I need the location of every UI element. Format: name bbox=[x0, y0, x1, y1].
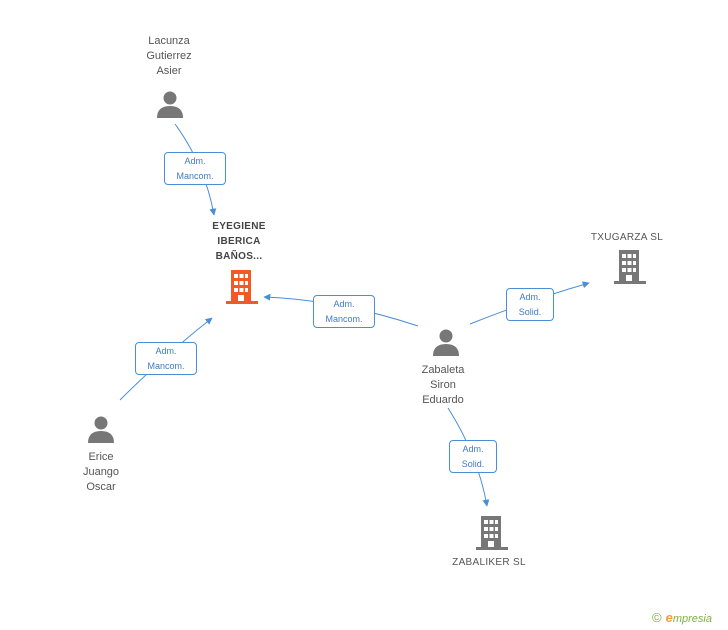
node-label-zabaliker[interactable]: ZABALIKER SL bbox=[424, 555, 554, 570]
building-icon-main[interactable] bbox=[226, 270, 258, 304]
node-label-eyegiene[interactable]: EYEGIENE IBERICA BAÑOS... bbox=[174, 219, 304, 264]
node-label-line: Asier bbox=[156, 65, 182, 77]
brand-name: mpresia bbox=[672, 613, 712, 625]
edge-label-zabaleta-txugarza[interactable]: Adm. Solid. bbox=[506, 288, 554, 321]
edge-label-zabaleta-eyegiene[interactable]: Adm. Mancom. bbox=[313, 295, 375, 328]
node-label-zabaleta[interactable]: Zabaleta Siron Eduardo bbox=[378, 363, 508, 408]
brand-initial: e bbox=[665, 610, 673, 625]
edge-label-zabaleta-zabaliker[interactable]: Adm. Solid. bbox=[449, 440, 497, 473]
edge-label-lacunza-eyegiene[interactable]: Adm. Mancom. bbox=[164, 152, 226, 185]
node-label-line: Gutierrez bbox=[146, 50, 192, 62]
node-label-line: BAÑOS... bbox=[215, 251, 263, 262]
copyright-icon: © bbox=[652, 610, 662, 625]
node-label-line: Erice bbox=[88, 451, 114, 463]
edge-label-line1: Adm. bbox=[184, 156, 206, 166]
edge-label-line2: Solid. bbox=[461, 459, 485, 469]
node-label-txugarza[interactable]: TXUGARZA SL bbox=[562, 230, 692, 245]
node-label-line: TXUGARZA SL bbox=[590, 232, 664, 243]
node-label-line: Eduardo bbox=[422, 394, 464, 406]
node-label-lacunza[interactable]: Lacunza Gutierrez Asier bbox=[104, 34, 234, 79]
node-label-line: EYEGIENE bbox=[212, 221, 266, 232]
node-label-line: Siron bbox=[430, 379, 456, 391]
edge-label-erice-eyegiene[interactable]: Adm. Mancom. bbox=[135, 342, 197, 375]
node-label-erice[interactable]: Erice Juango Oscar bbox=[36, 450, 166, 495]
edge-label-line1: Adm. bbox=[155, 346, 177, 356]
edge-label-line2: Mancom. bbox=[325, 314, 363, 324]
edge-label-line1: Adm. bbox=[519, 292, 541, 302]
node-label-line: Juango bbox=[82, 466, 120, 478]
edge-label-line1: Adm. bbox=[462, 444, 484, 454]
edge-label-line1: Adm. bbox=[333, 299, 355, 309]
node-label-line: Oscar bbox=[86, 481, 116, 493]
edge-label-line2: Solid. bbox=[518, 307, 542, 317]
edge-label-line2: Mancom. bbox=[176, 171, 214, 181]
person-icon[interactable] bbox=[431, 327, 461, 357]
brand-logo: ©empresia bbox=[652, 610, 712, 625]
person-icon[interactable] bbox=[155, 89, 185, 119]
node-label-line: ZABALIKER SL bbox=[452, 557, 526, 568]
person-icon[interactable] bbox=[86, 414, 116, 444]
building-icon[interactable] bbox=[476, 516, 508, 550]
node-label-line: Zabaleta bbox=[421, 364, 465, 376]
building-icon[interactable] bbox=[614, 250, 646, 284]
node-label-line: IBERICA bbox=[217, 236, 261, 247]
edge-label-line2: Mancom. bbox=[147, 361, 185, 371]
node-label-line: Lacunza bbox=[148, 35, 190, 47]
